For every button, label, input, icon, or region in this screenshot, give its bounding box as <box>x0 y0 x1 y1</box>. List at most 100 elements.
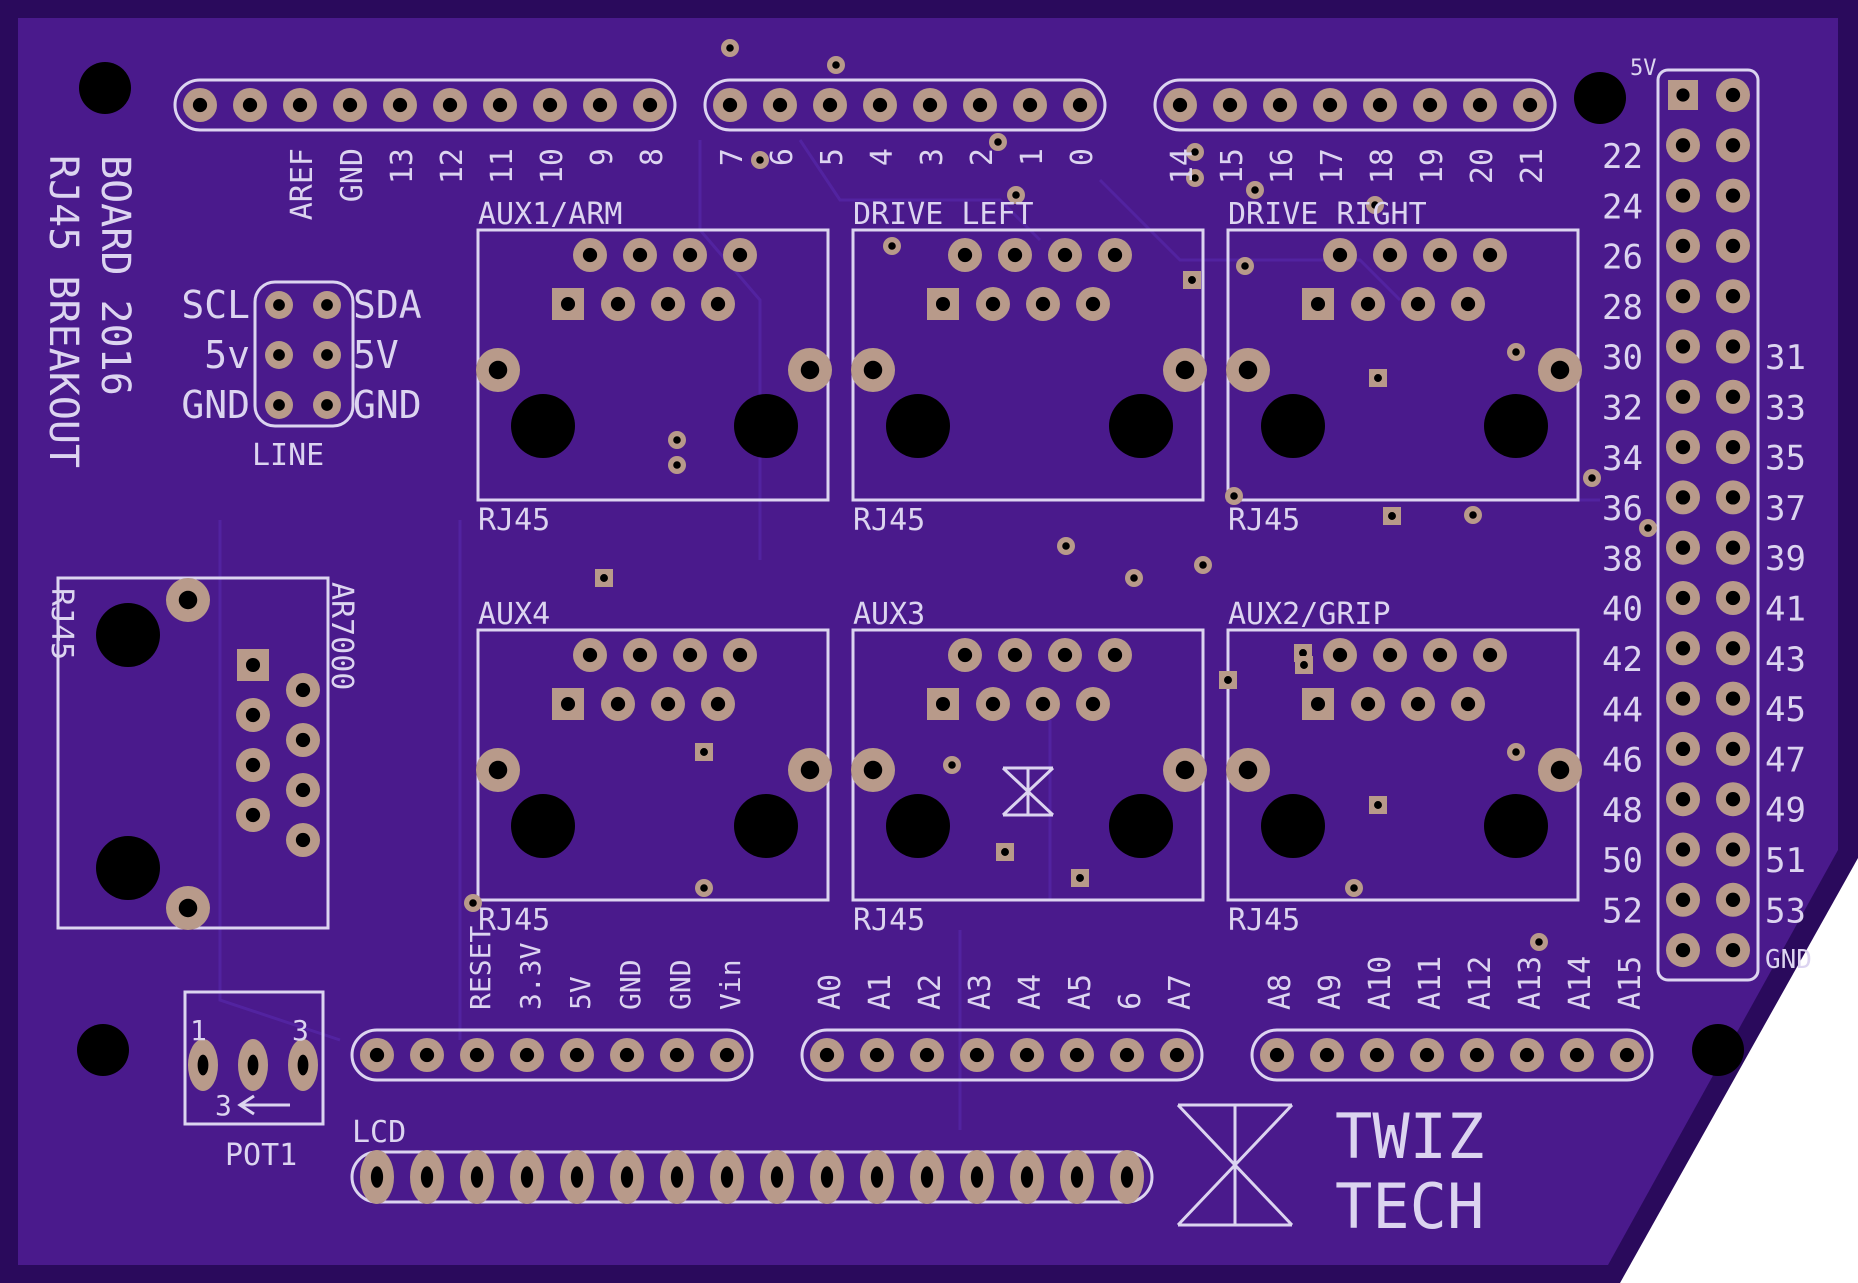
rj45-port-name: DRIVE_RIGHT <box>1228 197 1427 232</box>
pad-drill <box>994 138 1002 146</box>
pad-drill <box>1057 647 1073 663</box>
pad-drill <box>1360 296 1376 312</box>
pad-drill <box>292 97 308 113</box>
pad-drill <box>619 1047 635 1063</box>
pad-drill <box>1374 801 1382 809</box>
pad-drill <box>1725 490 1741 505</box>
side-header-left-label: 42 <box>1602 640 1643 680</box>
analog-a-label: A3 <box>963 974 998 1010</box>
pad-drill <box>1369 1047 1385 1063</box>
analog-a-label: A0 <box>813 974 848 1010</box>
pot-arrow-label: 3 <box>215 1089 232 1122</box>
pad-drill <box>710 696 726 712</box>
pad-drill <box>1675 892 1691 907</box>
side-header-right-label: 33 <box>1765 388 1806 428</box>
pad-drill <box>1725 691 1741 706</box>
pad-drill <box>1072 97 1088 113</box>
pad-drill <box>469 899 477 907</box>
pad-drill <box>245 757 261 773</box>
pad-drill <box>1188 276 1196 284</box>
pad-drill <box>620 1166 634 1188</box>
pad-drill <box>560 296 576 312</box>
pad-drill <box>970 1166 984 1188</box>
i2c-line-label: LINE <box>252 438 324 473</box>
side-header-left-label: 48 <box>1602 791 1643 831</box>
top-header-left-label: 12 <box>435 148 470 184</box>
analog-header-a-outline <box>800 1028 1204 1082</box>
top-header-left-label: 8 <box>635 148 670 166</box>
pad-drill <box>295 682 311 698</box>
side-header-right-label: 31 <box>1765 338 1806 378</box>
pad-drill <box>192 97 208 113</box>
pad-drill <box>1172 97 1188 113</box>
top-header-left-label: 10 <box>535 148 570 184</box>
pad-drill <box>1382 647 1398 663</box>
rj45-mount-hole <box>734 794 798 858</box>
pad-drill <box>295 832 311 848</box>
analog-a-label: A4 <box>1013 974 1048 1010</box>
pad-drill <box>700 884 708 892</box>
pad-drill <box>1360 696 1376 712</box>
pad-drill <box>1725 741 1741 757</box>
i2c-block-outline <box>253 280 355 428</box>
pad-drill <box>1644 524 1652 532</box>
pad-drill <box>632 647 648 663</box>
pad-drill <box>273 399 285 411</box>
side-header-right-label: 53 <box>1765 891 1806 931</box>
pad-drill <box>1175 360 1195 380</box>
pot-arrowhead-icon <box>237 1094 255 1116</box>
pad-drill <box>1069 1047 1085 1063</box>
pad-drill <box>492 97 508 113</box>
pad-drill <box>863 360 883 380</box>
power-header-label: GND <box>614 959 647 1010</box>
board-title-line1: RJ45 BREAKOUT <box>40 155 86 468</box>
pad-drill <box>1725 892 1741 907</box>
pad-drill <box>1388 512 1396 520</box>
pad-drill <box>520 1166 534 1188</box>
rj45-port-name: AUX2/GRIP <box>1228 597 1391 632</box>
pad-drill <box>1085 696 1101 712</box>
logo-mark <box>1176 1103 1294 1227</box>
pad-drill <box>1675 792 1691 807</box>
side-header-left-label: 52 <box>1602 892 1643 932</box>
pad-drill <box>1310 696 1326 712</box>
pad-drill <box>732 247 748 263</box>
pad-drill <box>1725 389 1741 404</box>
pad-drill <box>1675 389 1691 404</box>
i2c-right-label: GND <box>353 383 422 427</box>
rj45-port-label: RJ45 <box>1228 903 1300 938</box>
pad-drill <box>1007 247 1023 263</box>
rj45-port-label: RJ45 <box>478 503 550 538</box>
analog-b-label: A8 <box>1263 974 1298 1010</box>
power-header-label: RESET <box>464 926 497 1010</box>
rj45-port-name: AUX4 <box>478 597 550 632</box>
pad-drill <box>1382 247 1398 263</box>
pad-drill <box>1522 97 1538 113</box>
top-header-right-label: 19 <box>1415 148 1450 184</box>
pad-drill <box>1191 174 1199 182</box>
pad-drill <box>1107 647 1123 663</box>
pad-drill <box>1057 247 1073 263</box>
pad-drill <box>1619 1047 1635 1063</box>
pad-drill <box>1675 540 1691 555</box>
pad-drill <box>1675 289 1691 304</box>
analog-a-label: A7 <box>1163 974 1198 1010</box>
rj45-mount-hole <box>1484 794 1548 858</box>
pad-drill <box>985 696 1001 712</box>
power-header-label: GND <box>664 959 697 1010</box>
pad-drill <box>273 349 285 361</box>
pad-drill <box>1175 760 1195 780</box>
side-header-left-label: 34 <box>1602 439 1643 479</box>
side-header-left-label: 30 <box>1602 338 1643 378</box>
pad-drill <box>1035 696 1051 712</box>
analog-b-label: A12 <box>1463 956 1498 1010</box>
pad-drill <box>1675 238 1691 254</box>
pad-drill <box>719 1047 735 1063</box>
analog-a-label: 6 <box>1113 992 1148 1010</box>
top-header-right-label: 18 <box>1365 148 1400 184</box>
pad-drill <box>1725 590 1741 606</box>
pad-drill <box>1300 661 1308 669</box>
top-header-mid-label: 5 <box>815 148 850 166</box>
pad-drill <box>321 299 333 311</box>
rj45-mount-hole <box>734 394 798 458</box>
